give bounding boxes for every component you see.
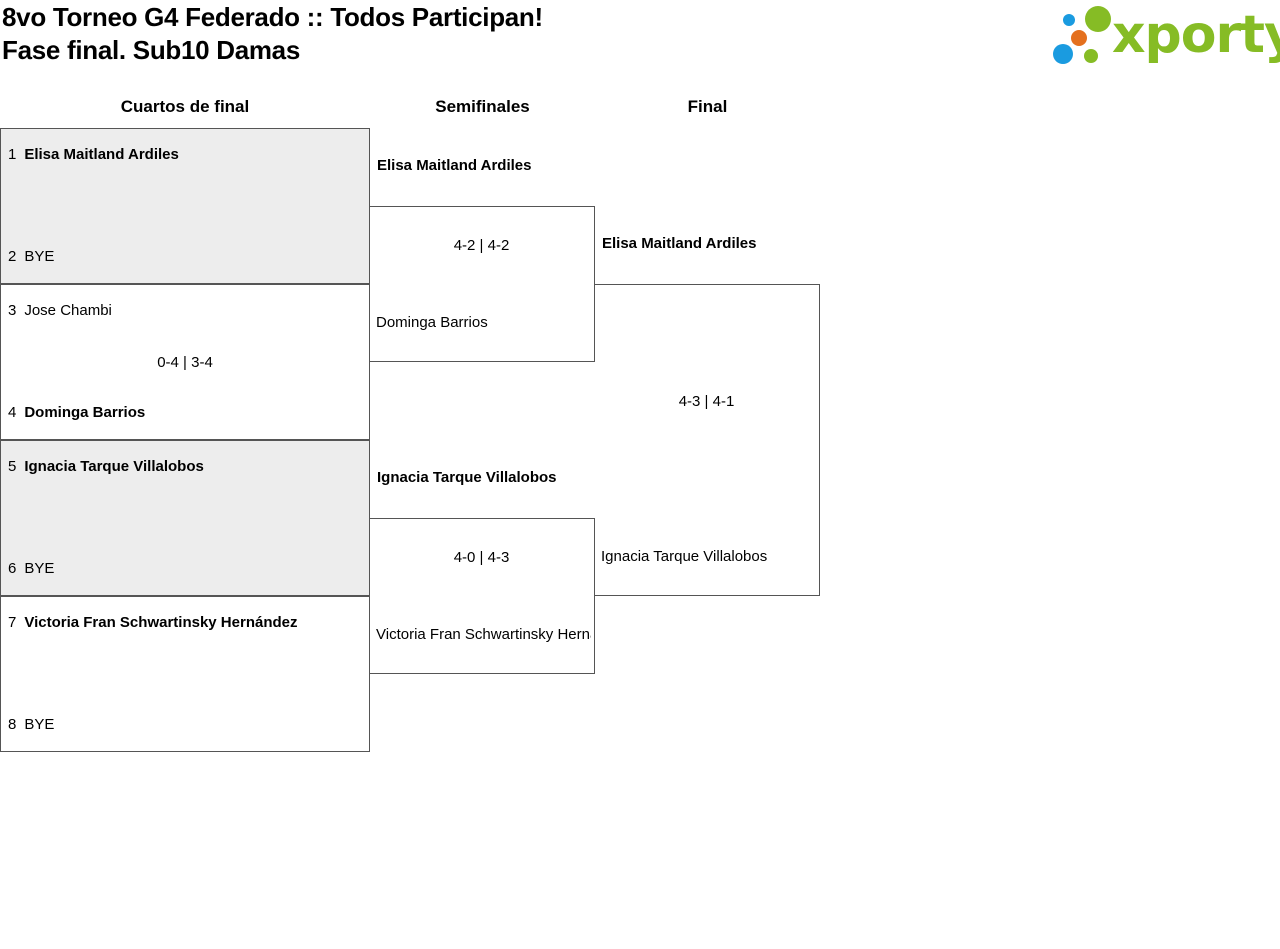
final-bottom-player: Ignacia Tarque Villalobos bbox=[601, 548, 768, 565]
final-match[interactable]: 4-3 | 4-1 Ignacia Tarque Villalobos bbox=[594, 284, 820, 596]
match-player-top: 5 Ignacia Tarque Villalobos bbox=[8, 458, 204, 476]
quarterfinal-match-1[interactable]: 1 Elisa Maitland Ardiles 2 BYE bbox=[0, 128, 370, 284]
player-name: Victoria Fran Schwartinsky Hernández bbox=[24, 614, 298, 631]
semifinal-match-1[interactable]: 4-2 | 4-2 Dominga Barrios bbox=[369, 206, 595, 362]
semifinal-1-top-player: Elisa Maitland Ardiles bbox=[377, 157, 532, 174]
match-player-top: 3 Jose Chambi bbox=[8, 302, 112, 320]
match-player-bottom: 2 BYE bbox=[8, 248, 54, 266]
seed-number: 1 bbox=[8, 146, 17, 163]
match-score: 4-0 | 4-3 bbox=[453, 549, 510, 566]
match-player-bottom: 6 BYE bbox=[8, 560, 54, 578]
player-name: Dominga Barrios bbox=[24, 404, 146, 421]
round-header-quarterfinals: Cuartos de final bbox=[120, 97, 250, 116]
seed-number: 2 bbox=[8, 248, 17, 265]
semifinal-1-bottom-player: Dominga Barrios bbox=[376, 314, 488, 331]
quarterfinal-match-2[interactable]: 3 Jose Chambi 0-4 | 3-4 4 Dominga Barrios bbox=[0, 284, 370, 440]
match-score: 4-3 | 4-1 bbox=[678, 393, 735, 410]
logo-wordmark: xporty bbox=[1112, 5, 1280, 65]
player-name: Elisa Maitland Ardiles bbox=[24, 146, 179, 163]
seed-number: 6 bbox=[8, 560, 17, 577]
match-player-bottom: 4 Dominga Barrios bbox=[8, 404, 145, 422]
quarterfinal-match-3[interactable]: 5 Ignacia Tarque Villalobos 6 BYE bbox=[0, 440, 370, 596]
player-name: Ignacia Tarque Villalobos bbox=[24, 458, 204, 475]
phase-subtitle: Fase final. Sub10 Damas bbox=[2, 35, 301, 65]
match-score: 0-4 | 3-4 bbox=[157, 354, 213, 371]
tournament-title: 8vo Torneo G4 Federado :: Todos Particip… bbox=[2, 2, 543, 32]
seed-number: 5 bbox=[8, 458, 17, 475]
player-name: Jose Chambi bbox=[24, 302, 112, 319]
seed-number: 4 bbox=[8, 404, 17, 421]
logo-dots-icon bbox=[1053, 6, 1111, 64]
round-header-final: Final bbox=[687, 97, 728, 116]
match-player-bottom: 8 BYE bbox=[8, 716, 54, 734]
match-score: 4-2 | 4-2 bbox=[453, 237, 510, 254]
seed-number: 7 bbox=[8, 614, 17, 631]
semifinal-match-2[interactable]: 4-0 | 4-3 Victoria Fran Schwartinsky Her… bbox=[369, 518, 595, 674]
xporty-logo[interactable]: xporty bbox=[1050, 4, 1280, 68]
match-player-top: 7 Victoria Fran Schwartinsky Hernández bbox=[8, 614, 298, 632]
player-name: BYE bbox=[24, 248, 55, 265]
player-name: BYE bbox=[24, 560, 55, 577]
semifinal-2-top-player: Ignacia Tarque Villalobos bbox=[377, 469, 557, 486]
round-header-semifinals: Semifinales bbox=[435, 97, 530, 116]
match-player-top: 1 Elisa Maitland Ardiles bbox=[8, 146, 179, 164]
seed-number: 3 bbox=[8, 302, 17, 319]
seed-number: 8 bbox=[8, 716, 17, 733]
final-top-player: Elisa Maitland Ardiles bbox=[602, 235, 757, 252]
semifinal-2-bottom-player: Victoria Fran Schwartinsky Hernández bbox=[376, 626, 591, 643]
player-name: BYE bbox=[24, 716, 55, 733]
